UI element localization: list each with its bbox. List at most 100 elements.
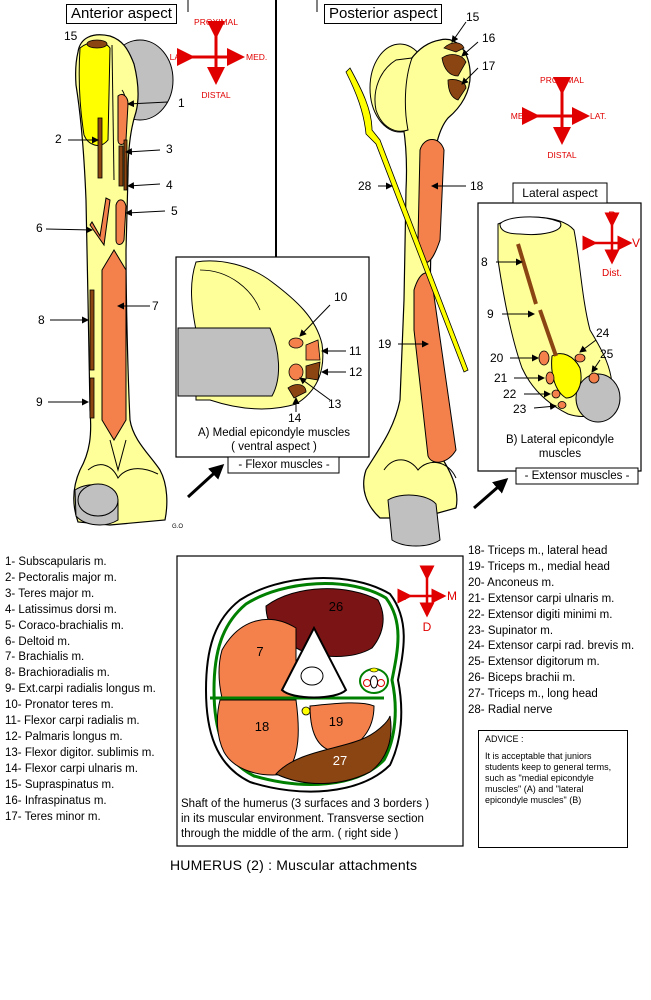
lat-proximal: P (608, 209, 616, 223)
ant-proximal: PROXIMAL (194, 17, 238, 27)
legend-item: 25- Extensor digitorum m. (468, 656, 600, 669)
sec-medial: M (447, 589, 457, 603)
lat-callout-9: 9 (487, 307, 494, 321)
medial-panel-sublabel: ( ventral aspect ) (231, 441, 317, 453)
flexor-tag: - Flexor muscles - (238, 459, 330, 471)
medial-panel-pointer (186, 463, 225, 499)
sec-callout-7: 7 (256, 644, 263, 659)
orientation-labels: PROXIMAL DISTAL LAT. MED. PROXIMAL DISTA… (170, 17, 640, 634)
lat-callout-20: 20 (490, 351, 504, 365)
legend-item: 24- Extensor carpi rad. brevis m. (468, 640, 635, 653)
post-callout-28: 28 (358, 179, 372, 193)
legend-item: 19- Triceps m., medial head (468, 560, 610, 573)
med-callout-10: 10 (334, 290, 348, 304)
advice-box: ADVICE : It is acceptable that juniors s… (478, 730, 628, 848)
lat-dorsal: D (582, 236, 591, 250)
legend-item: 3- Teres major m. (5, 587, 95, 600)
legend-item: 20- Anconeus m. (468, 576, 555, 589)
post-medial: MED. (511, 111, 532, 121)
legend-item: 16- Infraspinatus m. (5, 794, 107, 807)
legend-item: 10- Pronator teres m. (5, 699, 114, 712)
legend-item: 1- Subscapularis m. (5, 556, 107, 568)
med-callout-12: 12 (349, 365, 363, 379)
legend-item: 9- Ext.carpi radialis longus m. (5, 683, 156, 696)
posterior-orientation-cross (522, 77, 590, 145)
post-callout-17: 17 (482, 59, 496, 73)
medial-epicondyle-panel (175, 256, 370, 474)
lat-distal: Dist. (602, 268, 622, 279)
sec-ventral: V (423, 563, 431, 577)
lat-callout-22: 22 (503, 387, 517, 401)
advice-text: It is acceptable that juniors students k… (485, 751, 612, 805)
legend-item: 11- Flexor carpi radialis m. (5, 715, 140, 728)
ant-callout-9: 9 (36, 395, 43, 409)
callout-numbers: 15 1 2 3 4 5 6 7 8 9 10 11 12 13 14 15 1… (36, 10, 614, 768)
posterior-humerus (345, 38, 471, 547)
anterior-orientation-cross (177, 21, 245, 85)
lateral-orientation-cross (582, 212, 633, 265)
ant-callout-4: 4 (166, 178, 173, 192)
legend-item: 5- Coraco-brachialis m. (5, 619, 124, 632)
transverse-section (176, 555, 464, 847)
legend-item: 4- Latissimus dorsi m. (5, 603, 117, 616)
lat-callout-21: 21 (494, 371, 508, 385)
sec-callout-18: 18 (255, 719, 269, 734)
page-title: HUMERUS (2) : Muscular attachments (170, 857, 418, 873)
ant-callout-1: 1 (178, 96, 185, 110)
lat-callout-25: 25 (600, 347, 614, 361)
lat-ventral: V (632, 236, 640, 250)
legend-item: 27- Triceps m., long head (468, 688, 598, 701)
ant-distal: DISTAL (201, 90, 230, 100)
legend-item: 7- Brachialis m. (5, 651, 85, 664)
lateral-panel-label: B) Lateral epicondyle muscles (505, 434, 615, 460)
sec-callout-26: 26 (329, 599, 343, 614)
legend-item: 22- Extensor digiti minimi m. (468, 608, 613, 621)
section-caption-line: Shaft of the humerus (3 surfaces and 3 b… (181, 798, 430, 810)
section-caption-line: in its muscular environment. Transverse … (181, 813, 424, 825)
legend-item: 8- Brachioradialis m. (5, 667, 110, 680)
ant-callout-15: 15 (64, 29, 78, 43)
ant-callout-3: 3 (166, 142, 173, 156)
legend-right: 18- Triceps m., lateral head 19- Triceps… (468, 544, 634, 719)
lat-callout-8: 8 (481, 255, 488, 269)
anterior-humerus (73, 34, 174, 526)
anterior-callout-arrows (45, 100, 169, 406)
extensor-tag: - Extensor muscles - (524, 470, 630, 482)
lat-callout-24: 24 (596, 326, 610, 340)
lateral-panel-pointer (473, 478, 509, 510)
lat-callout-23: 23 (513, 402, 527, 416)
section-orientation-cross (397, 565, 447, 618)
legend-item: 17- Teres minor m. (5, 810, 101, 823)
post-proximal: PROXIMAL (540, 75, 584, 85)
lateral-callout-arrows (496, 258, 601, 411)
ant-callout-8: 8 (38, 313, 45, 327)
ant-callout-2: 2 (55, 132, 62, 146)
legend-item: 28- Radial nerve (468, 704, 553, 717)
legend-left: 1- Subscapularis m. 2- Pectoralis major … (5, 555, 156, 825)
legend-item: 6- Deltoid m. (5, 635, 71, 648)
post-callout-16: 16 (482, 31, 496, 45)
section-caption: Shaft of the humerus (3 surfaces and 3 b… (181, 797, 463, 842)
legend-item: 23- Supinator m. (468, 624, 554, 637)
advice-title: ADVICE : (485, 734, 524, 744)
ant-medial: MED. (246, 52, 267, 62)
ant-callout-5: 5 (171, 204, 178, 218)
post-distal: DISTAL (547, 150, 576, 160)
section-caption-line: through the middle of the arm. ( right s… (181, 828, 399, 840)
ant-callout-6: 6 (36, 221, 43, 235)
legend-item: 21- Extensor carpi ulnaris m. (468, 592, 615, 605)
post-callout-19: 19 (378, 337, 392, 351)
legend-item: 2- Pectoralis major m. (5, 571, 117, 584)
post-callout-15: 15 (466, 10, 480, 24)
post-callout-18: 18 (470, 179, 484, 193)
medial-panel-label-text: A) Medial epicondyle muscles (197, 427, 351, 439)
legend-item: 18- Triceps m., lateral head (468, 545, 608, 557)
legend-item: 12- Palmaris longus m. (5, 730, 123, 743)
medial-panel-label: A) Medial epicondyle muscles ( ventral a… (184, 426, 364, 454)
sec-callout-27: 27 (333, 753, 347, 768)
ant-callout-7: 7 (152, 299, 159, 313)
lateral-epicondyle-panel (477, 182, 642, 485)
ant-lateral: LAT. (170, 52, 186, 62)
sec-dorsal: D (423, 620, 432, 634)
